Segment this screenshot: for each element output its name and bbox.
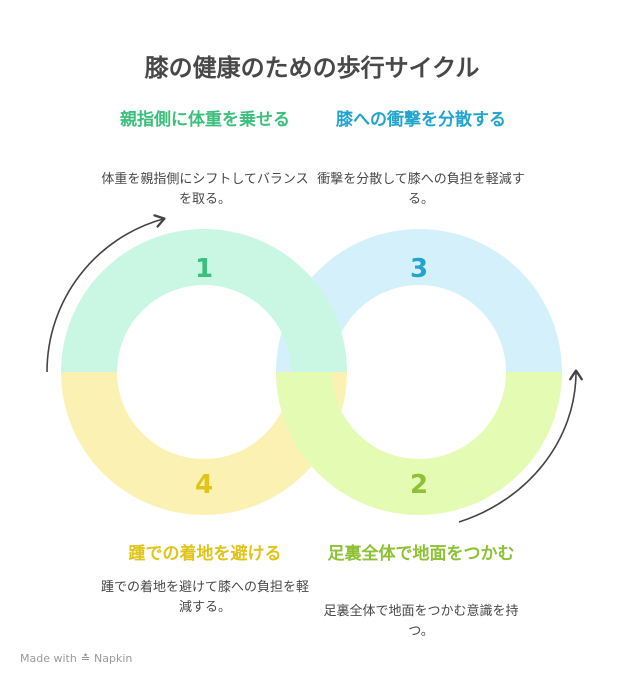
- segment-2: [276, 372, 562, 515]
- page-title: 膝の健康のための歩行サイクル: [144, 54, 480, 82]
- step-3-description: 衝撃を分散して膝への負担を軽減する。: [317, 172, 525, 207]
- step-1-description: 体重を親指側にシフトしてバランスを取る。: [101, 172, 309, 207]
- step-2-title: 足裏全体で地面をつかむ: [327, 544, 515, 564]
- arrow-left-up: [46, 214, 166, 373]
- step-4-description: 踵での着地を避けて膝への負担を軽減する。: [100, 580, 309, 615]
- made-with-label: Made with: [20, 652, 77, 665]
- segment-4: [61, 372, 347, 515]
- arrow-right-up: [458, 369, 583, 523]
- step-4-title: 踵での着地を避ける: [128, 544, 282, 564]
- step-3-title: 膝への衝撃を分散する: [336, 110, 506, 130]
- step-2-description: 足裏全体で地面をつかむ意識を持つ。: [323, 604, 519, 639]
- napkin-logo-icon: ≛: [80, 652, 91, 665]
- brand-label: Napkin: [94, 652, 133, 665]
- step-3-number: 3: [410, 254, 428, 284]
- step-1-title: 親指側に体重を乗せる: [120, 110, 290, 130]
- footer: Made with ≛ Napkin: [20, 652, 132, 665]
- segment-1: [61, 229, 347, 372]
- step-2-number: 2: [410, 470, 428, 500]
- segment-3: [276, 229, 562, 372]
- step-1-number: 1: [195, 254, 213, 284]
- step-4-number: 4: [195, 470, 213, 500]
